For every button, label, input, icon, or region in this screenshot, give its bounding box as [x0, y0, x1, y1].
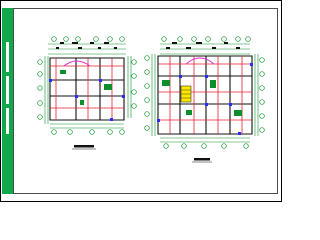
plan-left-axis-bubbles-right	[131, 59, 137, 109]
plan-left-axis-bubbles-left	[37, 59, 43, 120]
plan-left-caption	[72, 145, 96, 150]
sheet-frame	[0, 0, 282, 202]
cad-drawing-canvas	[0, 0, 282, 202]
plan-right-columns	[157, 63, 253, 135]
plan-right-axis-bubbles-left	[144, 55, 150, 131]
plan-right-caption	[192, 158, 212, 163]
plan-right-dimensions-side	[151, 54, 259, 136]
plan-right-fixtures	[162, 80, 242, 116]
plan-right	[144, 36, 265, 163]
plan-left-dimensions-side	[44, 56, 132, 124]
plan-left-axis-bubbles-top	[51, 36, 125, 42]
plan-left	[37, 36, 137, 150]
plan-left-fixtures	[60, 70, 112, 105]
plan-right-stair	[180, 85, 192, 103]
plan-right-arch	[185, 57, 215, 65]
plan-left-axis-bubbles-bottom	[51, 129, 125, 135]
plan-left-walls	[49, 57, 125, 121]
plan-left-columns	[49, 79, 125, 121]
inner-frame	[13, 8, 278, 194]
plan-right-axis-bubbles-right	[259, 57, 265, 133]
plan-right-axis-bubbles-top	[161, 36, 251, 42]
plan-right-axis-lines	[158, 56, 252, 134]
title-block-text	[6, 42, 9, 134]
plan-right-dimension-ticks	[166, 42, 240, 49]
plan-right-axis-bubbles-bottom	[163, 143, 249, 149]
plan-right-dimensions-bottom	[160, 137, 250, 143]
plan-left-dimension-ticks	[56, 42, 117, 49]
plan-left-arch	[63, 60, 91, 67]
plan-left-dimensions-bottom	[50, 123, 124, 129]
